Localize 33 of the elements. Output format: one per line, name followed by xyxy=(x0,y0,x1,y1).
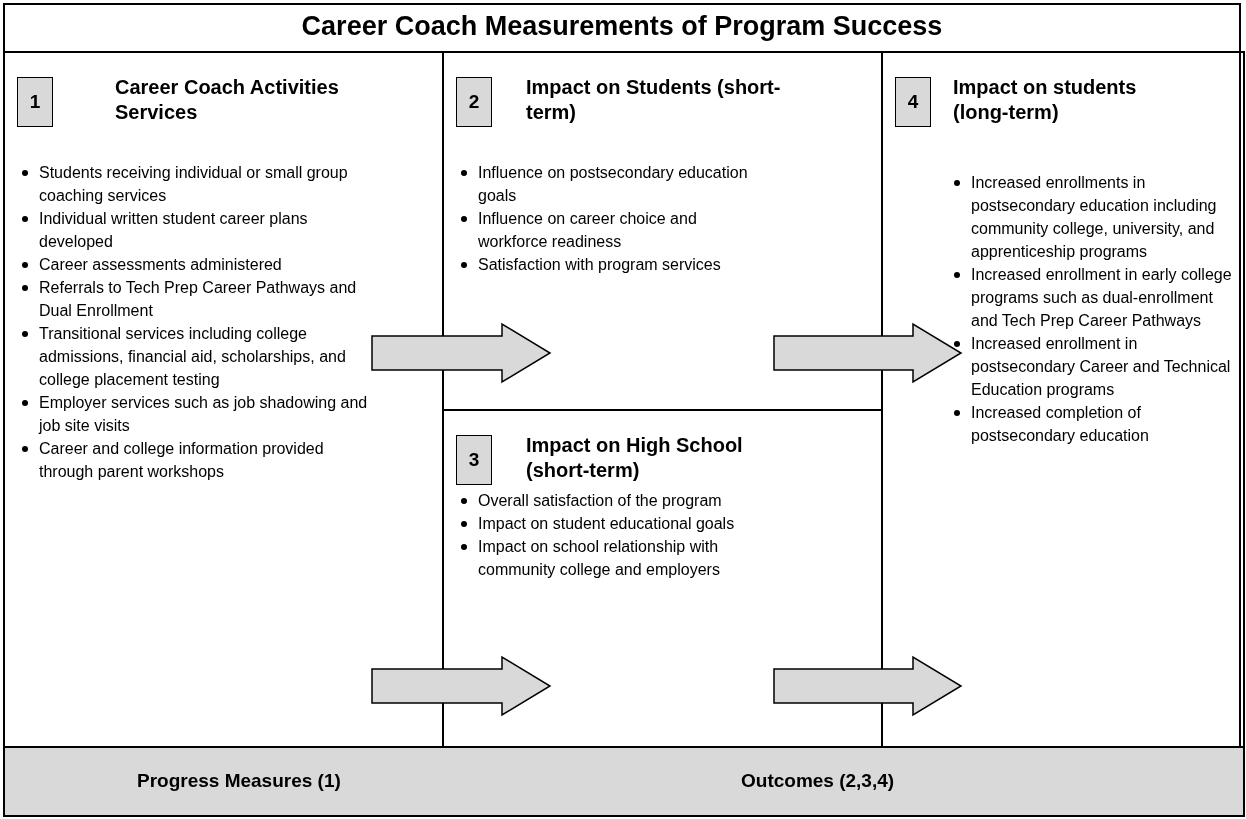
step-number: 1 xyxy=(17,77,53,127)
bullet-item: Increased completion of postsecondary education xyxy=(971,404,1149,444)
bullet-item: Influence on postsecondary education goals xyxy=(478,164,748,204)
bullet-item: Increased enrollment in early college programs such as dual-enrollment and Tech Prep Career Pathways xyxy=(971,266,1232,329)
bullet-item: Students receiving individual or small group coaching services xyxy=(39,164,348,204)
bullet-item: Impact on school relationship with community college and employers xyxy=(478,538,720,578)
panel-heading: Impact on High School (short-term) xyxy=(526,433,744,483)
bullet-item: Individual written student career plans developed xyxy=(39,210,308,250)
bullet-item: Satisfaction with program services xyxy=(478,256,721,273)
panel-heading: Impact on students (long-term) xyxy=(953,75,1138,125)
block-arrow xyxy=(773,322,963,384)
bullet-item: Career and college information provided through parent workshops xyxy=(39,440,324,480)
bullet-item: Overall satisfaction of the program xyxy=(478,492,722,509)
bullet-item: Employer services such as job shadowing and job site visits xyxy=(39,394,368,434)
block-arrow xyxy=(371,322,552,384)
step-number: 2 xyxy=(456,77,492,127)
panel-heading: Impact on Students (short-term) xyxy=(526,75,782,125)
bullet-item: Impact on student educational goals xyxy=(478,515,735,532)
bullet-item: Transitional services including college admissions, financial aid, scholarships, and college placement testing xyxy=(39,325,346,388)
block-arrow xyxy=(773,655,963,717)
bullet-item: Influence on career choice and workforce readiness xyxy=(478,210,697,250)
bullet-item: Increased enrollment in postsecondary Career and Technical Education programs xyxy=(971,335,1231,398)
band-label: Progress Measures (1) xyxy=(137,770,341,792)
bullet-item: Referrals to Tech Prep Career Pathways and Dual Enrollment xyxy=(39,279,357,319)
panel-heading: Career Coach Activities Services xyxy=(115,75,340,125)
step-number: 4 xyxy=(895,77,931,127)
block-arrow xyxy=(371,655,552,717)
diagram-title: Career Coach Measurements of Program Success xyxy=(300,11,944,42)
footer-band xyxy=(3,746,1245,817)
bullet-item: Career assessments administered xyxy=(39,256,282,273)
step-number: 3 xyxy=(456,435,492,485)
band-label: Outcomes (2,3,4) xyxy=(741,770,895,792)
bullet-item: Increased enrollments in postsecondary education including community college, university, and apprenticeship programs xyxy=(971,174,1217,260)
